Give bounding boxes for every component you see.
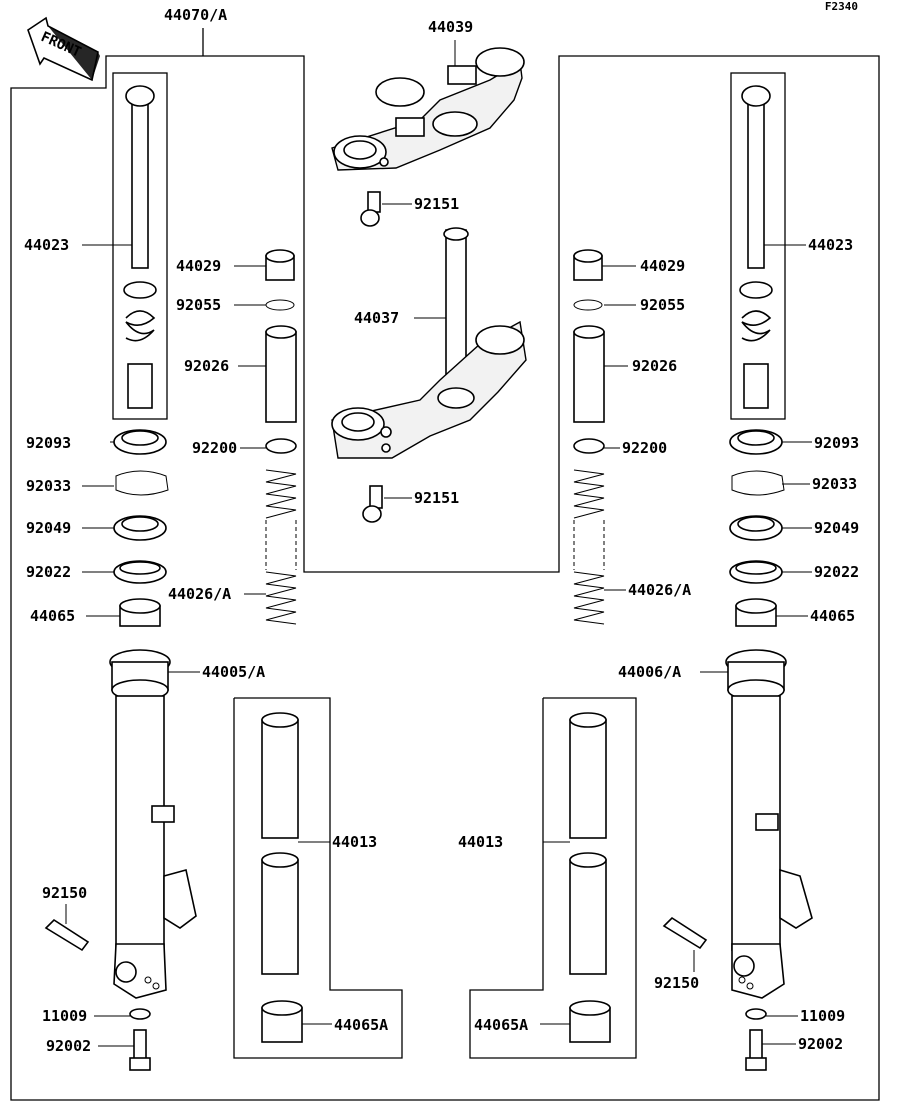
label-92151-bottom: 92151 xyxy=(414,489,459,507)
label-11009-left: 11009 xyxy=(42,1007,87,1025)
inner-damper-right xyxy=(739,85,806,409)
bottom-hardware-right xyxy=(662,916,798,1071)
seals-right xyxy=(729,429,812,627)
steering-stem xyxy=(331,227,527,459)
part-labels: 44070/A 44039 92151 92151 44037 44023 44… xyxy=(24,6,859,1055)
label-44065A-right: 44065A xyxy=(474,1016,528,1034)
label-92150-right: 92150 xyxy=(654,974,699,992)
label-44065-right: 44065 xyxy=(810,607,855,625)
label-44029-right: 44029 xyxy=(640,257,685,275)
label-44029-left: 44029 xyxy=(176,257,221,275)
bolt-92151-bottom xyxy=(362,485,412,523)
label-92026-left: 92026 xyxy=(184,357,229,375)
upper-triple-clamp xyxy=(331,40,525,171)
label-92200-left: 92200 xyxy=(192,439,237,457)
label-92055-right: 92055 xyxy=(640,296,685,314)
inner-damper-left xyxy=(82,85,157,409)
label-44026-left: 44026/A xyxy=(168,585,231,603)
bottom-hardware-left xyxy=(44,904,151,1071)
label-44065A-left: 44065A xyxy=(334,1016,388,1034)
label-92033-left: 92033 xyxy=(26,477,71,495)
label-92093-left: 92093 xyxy=(26,434,71,452)
label-44065-left: 44065 xyxy=(30,607,75,625)
label-92150-left: 92150 xyxy=(42,884,87,902)
outer-tube-right xyxy=(700,649,813,999)
label-11009-right: 11009 xyxy=(800,1007,845,1025)
label-44037: 44037 xyxy=(354,309,399,327)
label-44039: 44039 xyxy=(428,18,473,36)
label-44013-right: 44013 xyxy=(458,833,503,851)
label-92033-right: 92033 xyxy=(812,475,857,493)
label-92049-left: 92049 xyxy=(26,519,71,537)
label-92049-right: 92049 xyxy=(814,519,859,537)
inner-tube-left xyxy=(261,712,332,1043)
label-92022-right: 92022 xyxy=(814,563,859,581)
inner-tube-right xyxy=(540,712,611,1043)
outer-tube-left xyxy=(109,649,200,999)
spring-stack-left xyxy=(234,249,297,625)
figure-code: F2340 xyxy=(825,0,858,13)
bolt-92151-top xyxy=(360,191,412,227)
label-44023-right: 44023 xyxy=(808,236,853,254)
label-92002-left: 92002 xyxy=(46,1037,91,1055)
assembly-frames xyxy=(10,28,880,1101)
label-44005: 44005/A xyxy=(202,663,265,681)
label-92055-left: 92055 xyxy=(176,296,221,314)
label-92026-right: 92026 xyxy=(632,357,677,375)
label-44023-left: 44023 xyxy=(24,236,69,254)
label-92200-right: 92200 xyxy=(622,439,667,457)
label-44013-left: 44013 xyxy=(332,833,377,851)
label-92022-left: 92022 xyxy=(26,563,71,581)
seals-left xyxy=(82,429,169,627)
front-arrow-icon: FRONT xyxy=(27,16,100,82)
label-44070: 44070/A xyxy=(164,6,227,24)
label-92151-top: 92151 xyxy=(414,195,459,213)
label-44026-right: 44026/A xyxy=(628,581,691,599)
spring-stack-right xyxy=(573,249,636,625)
label-92002-right: 92002 xyxy=(798,1035,843,1053)
label-92093-right: 92093 xyxy=(814,434,859,452)
label-44006: 44006/A xyxy=(618,663,681,681)
